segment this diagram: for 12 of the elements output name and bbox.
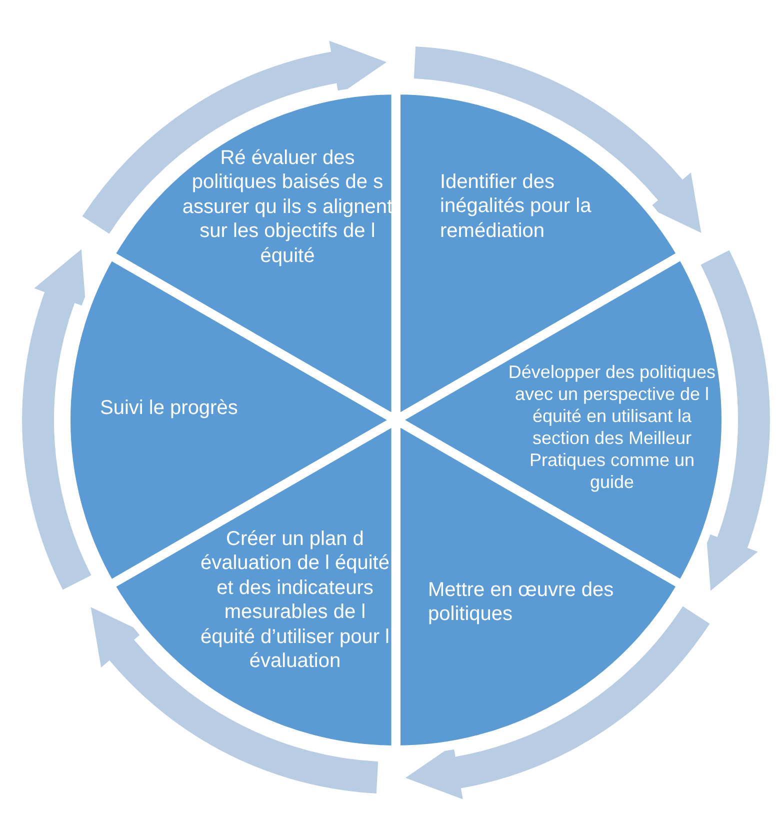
step-text: Mettre en œuvre des politiques <box>428 578 615 627</box>
curved-arrow <box>90 607 378 794</box>
curved-arrow <box>82 40 387 234</box>
step-text: Identifier des inégalités pour la remédiation <box>440 170 592 244</box>
step-text: Suivi le progrès <box>100 396 239 420</box>
step-text: Développer des politiques avec un perspective de l équité en utilisant la section des Meilleur Pratiques comme un guide <box>508 362 716 494</box>
curved-arrow <box>405 606 710 800</box>
curved-arrow <box>700 250 770 591</box>
curved-arrow <box>414 46 702 233</box>
step-text: Créer un plan d évaluation de l équité et des indicateurs mesurables de l équité d’utiliser pour l évaluation <box>199 527 390 674</box>
step-text: Ré évaluer des politiques baisés de s assurer qu ils s alignent sur les objectifs de l équité <box>181 146 394 268</box>
curved-arrow <box>22 249 92 590</box>
